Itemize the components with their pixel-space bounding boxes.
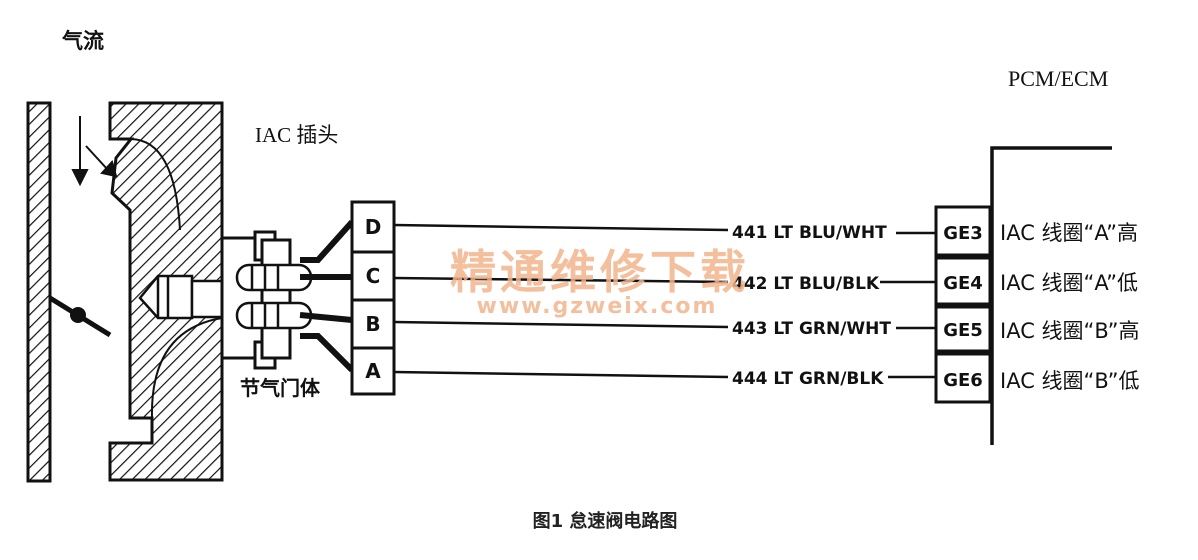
terminal-ge6 — [934, 352, 992, 404]
airflow-arrow — [71, 116, 118, 187]
terminal-label: GE6 — [943, 370, 983, 391]
connector-pin-d — [350, 200, 396, 254]
coil-function-label: IAC 线圈“A”低 — [1000, 271, 1138, 295]
watermark-url: www.gzweix.com — [477, 294, 718, 319]
air-passage-curve — [130, 138, 181, 231]
figure-caption: 图1 怠速阀电路图 — [533, 510, 678, 532]
airflow-label: 气流 — [61, 29, 104, 53]
coil-function-label: IAC 线圈“B”低 — [1000, 369, 1140, 393]
iac-coil-windings — [235, 263, 313, 330]
connector-pin-label: B — [365, 312, 380, 336]
terminal-label: GE4 — [943, 273, 983, 294]
iac-connector-label: IAC 插头 — [255, 123, 338, 147]
pcm-ecm-boundary — [990, 146, 1112, 445]
connector-pin-label: D — [365, 215, 382, 239]
connector-pin-a — [350, 346, 396, 396]
air-passage-curve — [150, 317, 223, 419]
wire-circuit-label: 443 LT GRN/WHT — [732, 319, 891, 339]
wire-circuit-label: 442 LT BLU/BLK — [732, 274, 880, 294]
iac-pintle — [138, 274, 224, 320]
terminal-label: GE3 — [943, 223, 983, 244]
wire-circuit-label: 444 LT GRN/BLK — [732, 369, 884, 389]
terminal-label: GE5 — [943, 320, 983, 341]
terminal-ge3 — [934, 205, 992, 257]
terminal-ge4 — [934, 256, 992, 306]
iac-motor — [220, 230, 292, 370]
throttle-body-label: 节气门体 — [240, 376, 321, 400]
watermark-title: 精通维修下载 — [450, 245, 750, 299]
wire-circuit-label: 441 LT BLU/WHT — [732, 223, 887, 243]
harness-wires — [393, 223, 936, 379]
throttle-shaft-pivot — [70, 307, 86, 323]
connector-pin-label: C — [366, 264, 381, 288]
connector-pin-label: A — [365, 359, 381, 383]
coil-function-label: IAC 线圈“A”高 — [1000, 221, 1138, 245]
terminal-ge5 — [934, 305, 992, 353]
module-label: PCM/ECM — [1008, 66, 1108, 91]
left-wall — [26, 101, 52, 483]
coil-function-label: IAC 线圈“B”高 — [1000, 319, 1140, 343]
coil-leads — [299, 219, 355, 373]
